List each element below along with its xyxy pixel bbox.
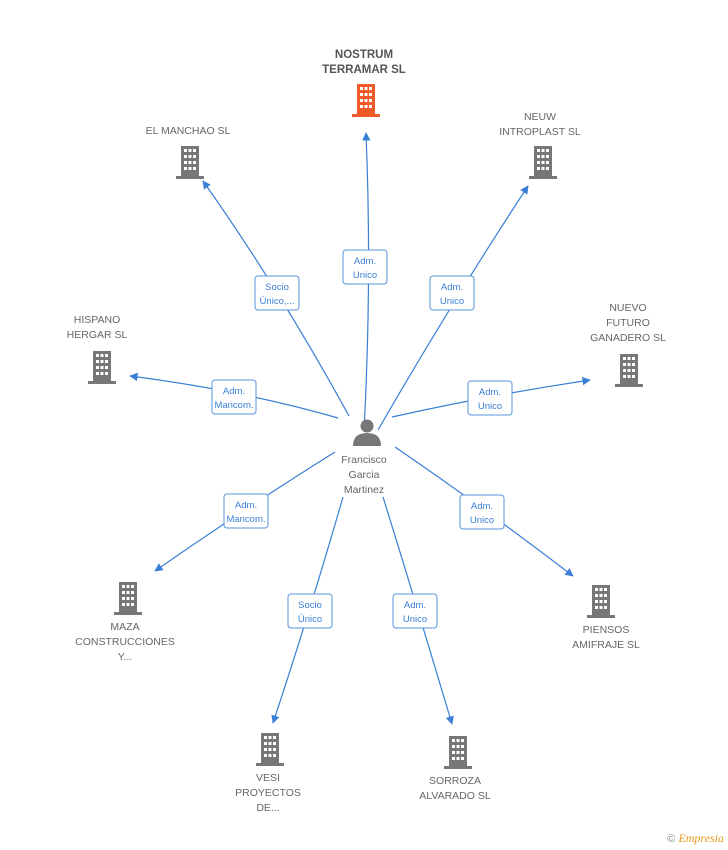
company-name-line: GANADERO SL: [590, 332, 666, 344]
company-node-neuw[interactable]: NEUW INTROPLAST SL: [499, 111, 581, 179]
relation-box: [342, 249, 388, 285]
company-node-manchao[interactable]: EL MANCHAO SL: [146, 125, 231, 179]
relation-box: [254, 275, 300, 311]
company-name-line: HISPANO: [74, 314, 120, 326]
relation-box: [223, 493, 269, 529]
copyright-icon: ©: [667, 833, 676, 845]
relation-label-manchao[interactable]: SocioÚnico,...: [254, 275, 300, 311]
relation-text: Adm.: [441, 282, 463, 293]
person-name-line: Martinez: [344, 484, 384, 496]
relation-box: [392, 593, 438, 629]
relation-text: Adm.: [354, 256, 376, 267]
company-name-line: PROYECTOS: [235, 787, 301, 799]
company-name-line: DE...: [256, 802, 279, 814]
relation-text: Adm.: [235, 500, 257, 511]
building-icon: [352, 84, 380, 117]
relation-label-nuevo[interactable]: Adm. Unico: [467, 380, 513, 416]
relation-text: Unico: [470, 515, 494, 526]
company-name-line: SORROZA: [429, 775, 481, 787]
company-name-line: FUTURO: [606, 317, 650, 329]
relation-text: Unico: [353, 270, 377, 281]
relation-text: Adm.: [471, 501, 493, 512]
company-node-nuevo[interactable]: NUEVO FUTURO GANADERO SL: [590, 302, 666, 387]
relation-text: Adm.: [479, 387, 501, 398]
person-icon: [353, 419, 381, 446]
relation-text: Mancom.: [214, 400, 253, 411]
building-icon: [587, 585, 615, 618]
relation-text: Socio: [298, 600, 322, 611]
company-name-line: HERGAR SL: [67, 329, 128, 341]
company-name-line: VESI: [256, 772, 280, 784]
relation-text: Socio: [265, 282, 289, 293]
relation-box: [459, 494, 505, 530]
company-name-line: CONSTRUCCIONES: [75, 636, 175, 648]
relation-text: Único: [298, 614, 322, 625]
company-name-line: AMIFRAJE SL: [572, 639, 640, 651]
building-icon: [444, 736, 472, 769]
company-node-nostrum[interactable]: NOSTRUM TERRAMAR SL: [322, 49, 406, 117]
brand-logo[interactable]: Empresia: [678, 831, 724, 845]
relation-label-sorroza[interactable]: Adm. Unico: [392, 593, 438, 629]
relation-label-nostrum[interactable]: Adm. Unico: [342, 249, 388, 285]
person-name-line: Francisco: [341, 454, 387, 466]
company-name-line: ALVARADO SL: [419, 790, 491, 802]
relation-text: Único,...: [260, 296, 295, 307]
building-icon: [256, 733, 284, 766]
relation-text: Mancom.: [226, 514, 265, 525]
building-icon: [88, 351, 116, 384]
company-node-hispano[interactable]: HISPANO HERGAR SL: [67, 314, 128, 384]
company-name-line: TERRAMAR SL: [322, 64, 406, 76]
company-name-line: NEUW: [524, 111, 556, 123]
company-node-maza[interactable]: MAZA CONSTRUCCIONES Y...: [75, 582, 175, 663]
relation-label-hispano[interactable]: Adm. Mancom.: [211, 379, 257, 415]
relation-text: Adm.: [404, 600, 426, 611]
company-name-line: Y...: [118, 651, 132, 663]
relation-text: Unico: [440, 296, 464, 307]
company-name-line: INTROPLAST SL: [499, 126, 581, 138]
building-icon: [114, 582, 142, 615]
relation-box: [467, 380, 513, 416]
company-name-line: NOSTRUM: [335, 49, 393, 61]
company-name-line: NUEVO: [609, 302, 646, 314]
relation-text: Adm.: [223, 386, 245, 397]
relation-box: [429, 275, 475, 311]
company-name-line: EL MANCHAO SL: [146, 125, 231, 137]
footer-credit: © Empresia: [667, 831, 724, 846]
relation-box: [211, 379, 257, 415]
company-node-vesi[interactable]: VESI PROYECTOS DE...: [235, 733, 301, 814]
company-name-line: PIENSOS: [583, 624, 630, 636]
relation-text: Unico: [403, 614, 427, 625]
relation-label-piensos[interactable]: Adm. Unico: [459, 494, 505, 530]
relation-text: Unico: [478, 401, 502, 412]
relation-label-neuw[interactable]: Adm. Unico: [429, 275, 475, 311]
building-icon: [529, 146, 557, 179]
company-name-line: MAZA: [110, 621, 139, 633]
building-icon: [615, 354, 643, 387]
relation-label-maza[interactable]: Adm. Mancom.: [223, 493, 269, 529]
company-node-sorroza[interactable]: SORROZA ALVARADO SL: [419, 736, 491, 802]
person-name-line: Garcia: [349, 469, 380, 481]
company-node-piensos[interactable]: PIENSOS AMIFRAJE SL: [572, 585, 640, 651]
building-icon: [176, 146, 204, 179]
relation-box: [287, 593, 333, 629]
